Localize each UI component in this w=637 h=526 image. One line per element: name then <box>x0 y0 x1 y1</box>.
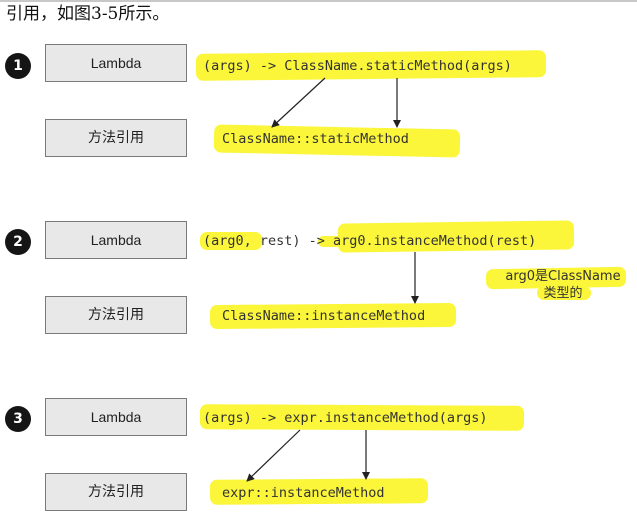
arrow-row1-left <box>271 77 326 128</box>
ref-code-2: ClassName::instanceMethod <box>222 308 426 324</box>
lambda-box-1: Lambda <box>45 44 187 82</box>
lambda-code-3: (args) -> expr.instanceMethod(args) <box>203 410 488 426</box>
highlight-row2-arrow <box>318 236 342 247</box>
ref-code-3: expr::instanceMethod <box>222 485 385 501</box>
ref-code-1: ClassName::staticMethod <box>222 131 409 147</box>
method-ref-box-3: 方法引用 <box>45 473 187 511</box>
lambda-code-2: (arg0, rest) -> arg0.instanceMethod(rest… <box>203 233 537 249</box>
arrow-row3-left <box>246 429 301 482</box>
step-badge-3: 3 <box>5 406 31 432</box>
top-rule <box>0 0 637 2</box>
intro-text: 引用，如图3-5所示。 <box>6 4 170 24</box>
method-ref-box-2: 方法引用 <box>45 296 187 334</box>
highlight-row2-note-b <box>537 286 591 300</box>
lambda-code-1: (args) -> ClassName.staticMethod(args) <box>203 58 512 74</box>
arg0-type-note: arg0是ClassName 类型的 <box>492 268 634 302</box>
note-line-2: 类型的 <box>543 286 583 301</box>
step-badge-2: 2 <box>5 229 31 255</box>
lambda-box-2: Lambda <box>45 221 187 259</box>
method-ref-box-1: 方法引用 <box>45 119 187 157</box>
step-badge-1: 1 <box>5 53 31 79</box>
note-line-1: arg0是ClassName <box>505 269 621 284</box>
highlight-row2-lambda-start <box>200 232 262 250</box>
lambda-box-3: Lambda <box>45 398 187 436</box>
